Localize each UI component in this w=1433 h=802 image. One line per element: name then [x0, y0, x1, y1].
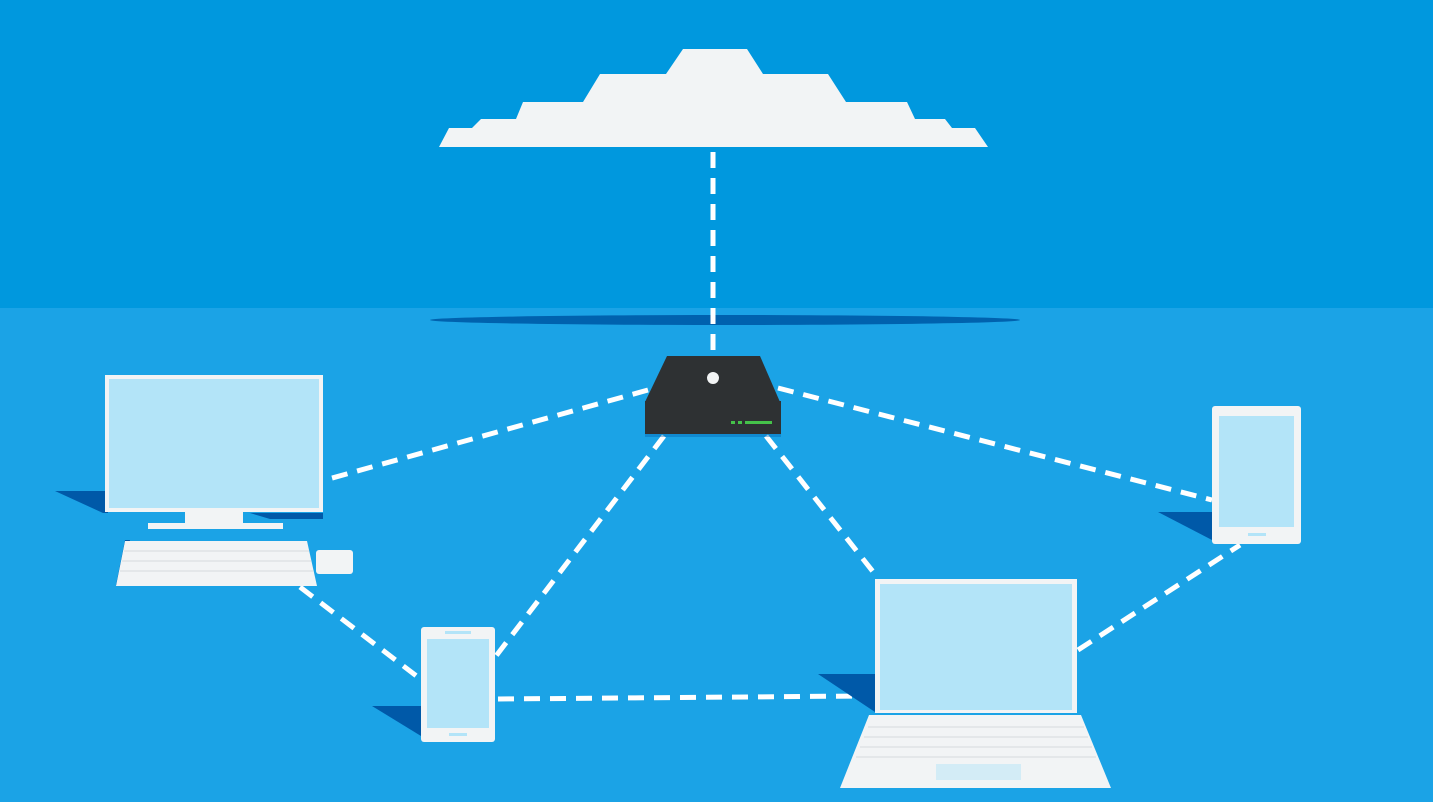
- tablet-icon: [1158, 406, 1301, 544]
- link-phone-laptop: [497, 693, 863, 702]
- link-router-laptop: [764, 434, 880, 580]
- links-layer: [298, 152, 1242, 702]
- link-router-phone: [494, 434, 666, 658]
- keyboard-keys: [120, 550, 313, 572]
- cloud-icon: [439, 49, 988, 147]
- router-led-bar: [745, 421, 772, 424]
- link-router-tablet: [777, 385, 1213, 503]
- link-laptop-tablet: [1076, 542, 1242, 653]
- cloud-shadow: [430, 315, 1020, 325]
- sky-background: [0, 0, 1433, 308]
- laptop-icon: [818, 579, 1111, 788]
- link-router-desktop: [324, 387, 649, 483]
- smartphone-icon: [372, 627, 495, 742]
- desktop-computer-icon: [55, 375, 353, 586]
- router-icon: [645, 356, 781, 437]
- laptop-keys: [856, 726, 1096, 758]
- router-led: [738, 421, 742, 424]
- router-led: [731, 421, 735, 424]
